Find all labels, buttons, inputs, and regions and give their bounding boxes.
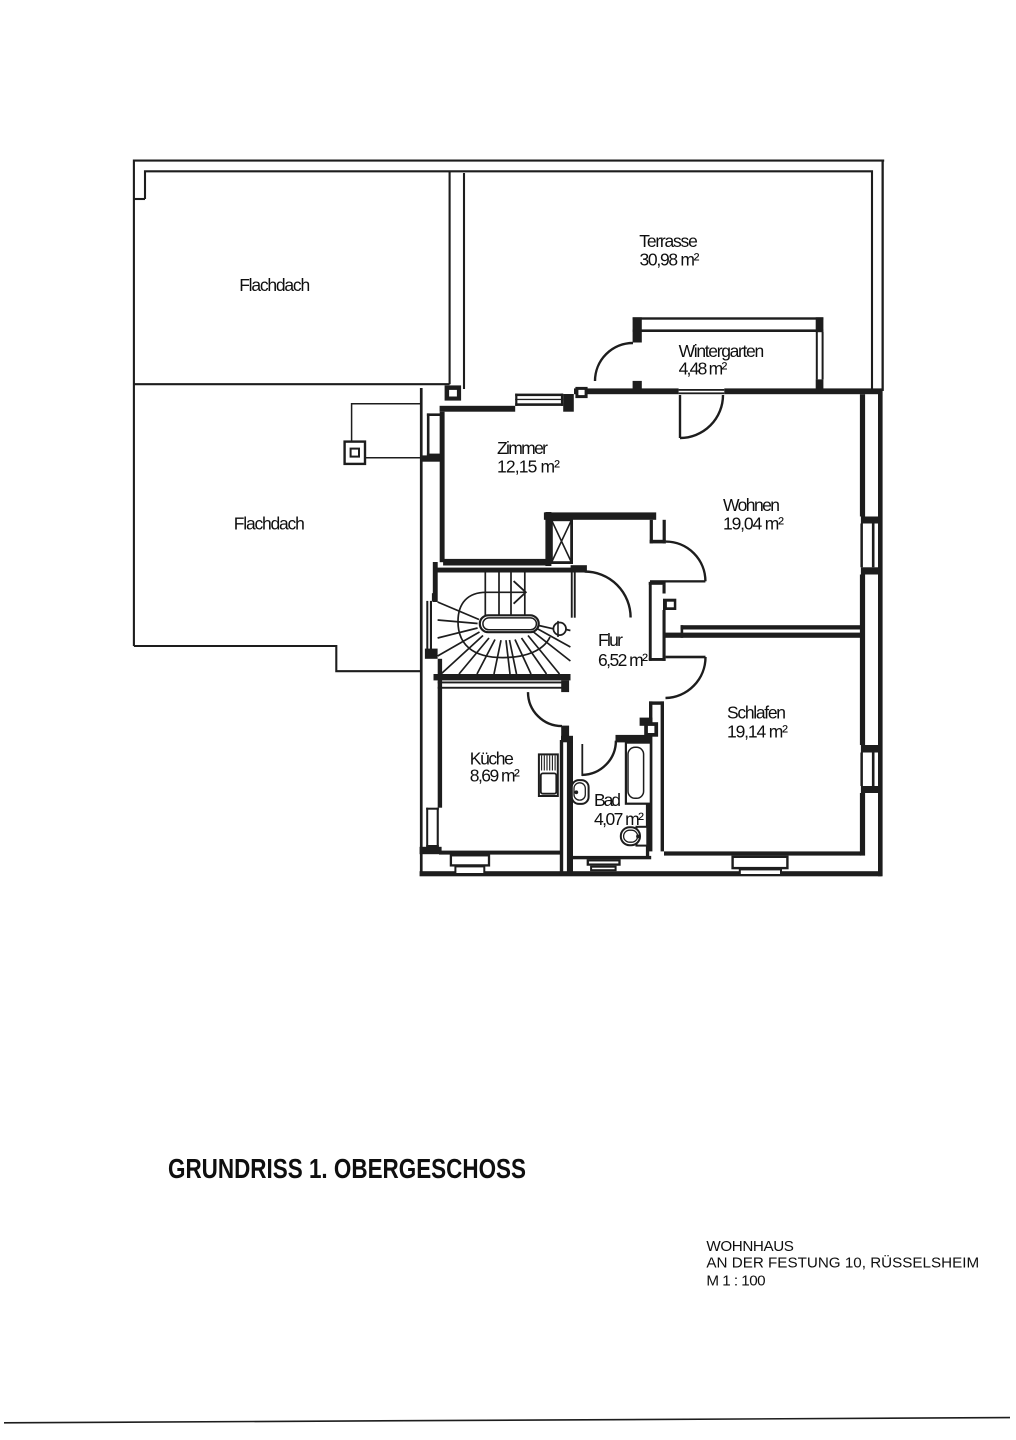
- svg-text:Schlafen: Schlafen: [727, 703, 786, 723]
- svg-text:GRUNDRISS 1. OBERGESCHOSS: GRUNDRISS 1. OBERGESCHOSS: [168, 1153, 526, 1184]
- svg-text:Bad: Bad: [594, 790, 621, 810]
- svg-text:Küche: Küche: [470, 749, 514, 769]
- svg-text:Flachdach: Flachdach: [234, 514, 305, 534]
- svg-text:AN DER FESTUNG 10, RÜSSELSHEIM: AN DER FESTUNG 10, RÜSSELSHEIM: [706, 1254, 979, 1272]
- svg-text:Wohnen: Wohnen: [723, 495, 780, 515]
- svg-text:19,04 m²: 19,04 m²: [723, 513, 784, 533]
- svg-text:Flachdach: Flachdach: [239, 275, 310, 295]
- svg-text:WOHNHAUS: WOHNHAUS: [706, 1238, 794, 1255]
- svg-text:6,52 m²: 6,52 m²: [598, 650, 648, 670]
- svg-text:30,98 m²: 30,98 m²: [640, 250, 700, 270]
- svg-text:8,69 m²: 8,69 m²: [470, 766, 520, 786]
- svg-text:12,15 m²: 12,15 m²: [497, 456, 560, 476]
- svg-text:Wintergarten: Wintergarten: [679, 341, 765, 361]
- svg-text:19,14 m²: 19,14 m²: [727, 722, 788, 742]
- svg-text:Terrasse: Terrasse: [639, 231, 698, 251]
- svg-text:Zimmer: Zimmer: [497, 438, 548, 458]
- svg-text:M 1 : 100: M 1 : 100: [706, 1273, 765, 1290]
- svg-text:4,48 m²: 4,48 m²: [679, 359, 728, 379]
- svg-text:Flur: Flur: [598, 630, 623, 650]
- svg-text:4,07 m²: 4,07 m²: [594, 809, 644, 829]
